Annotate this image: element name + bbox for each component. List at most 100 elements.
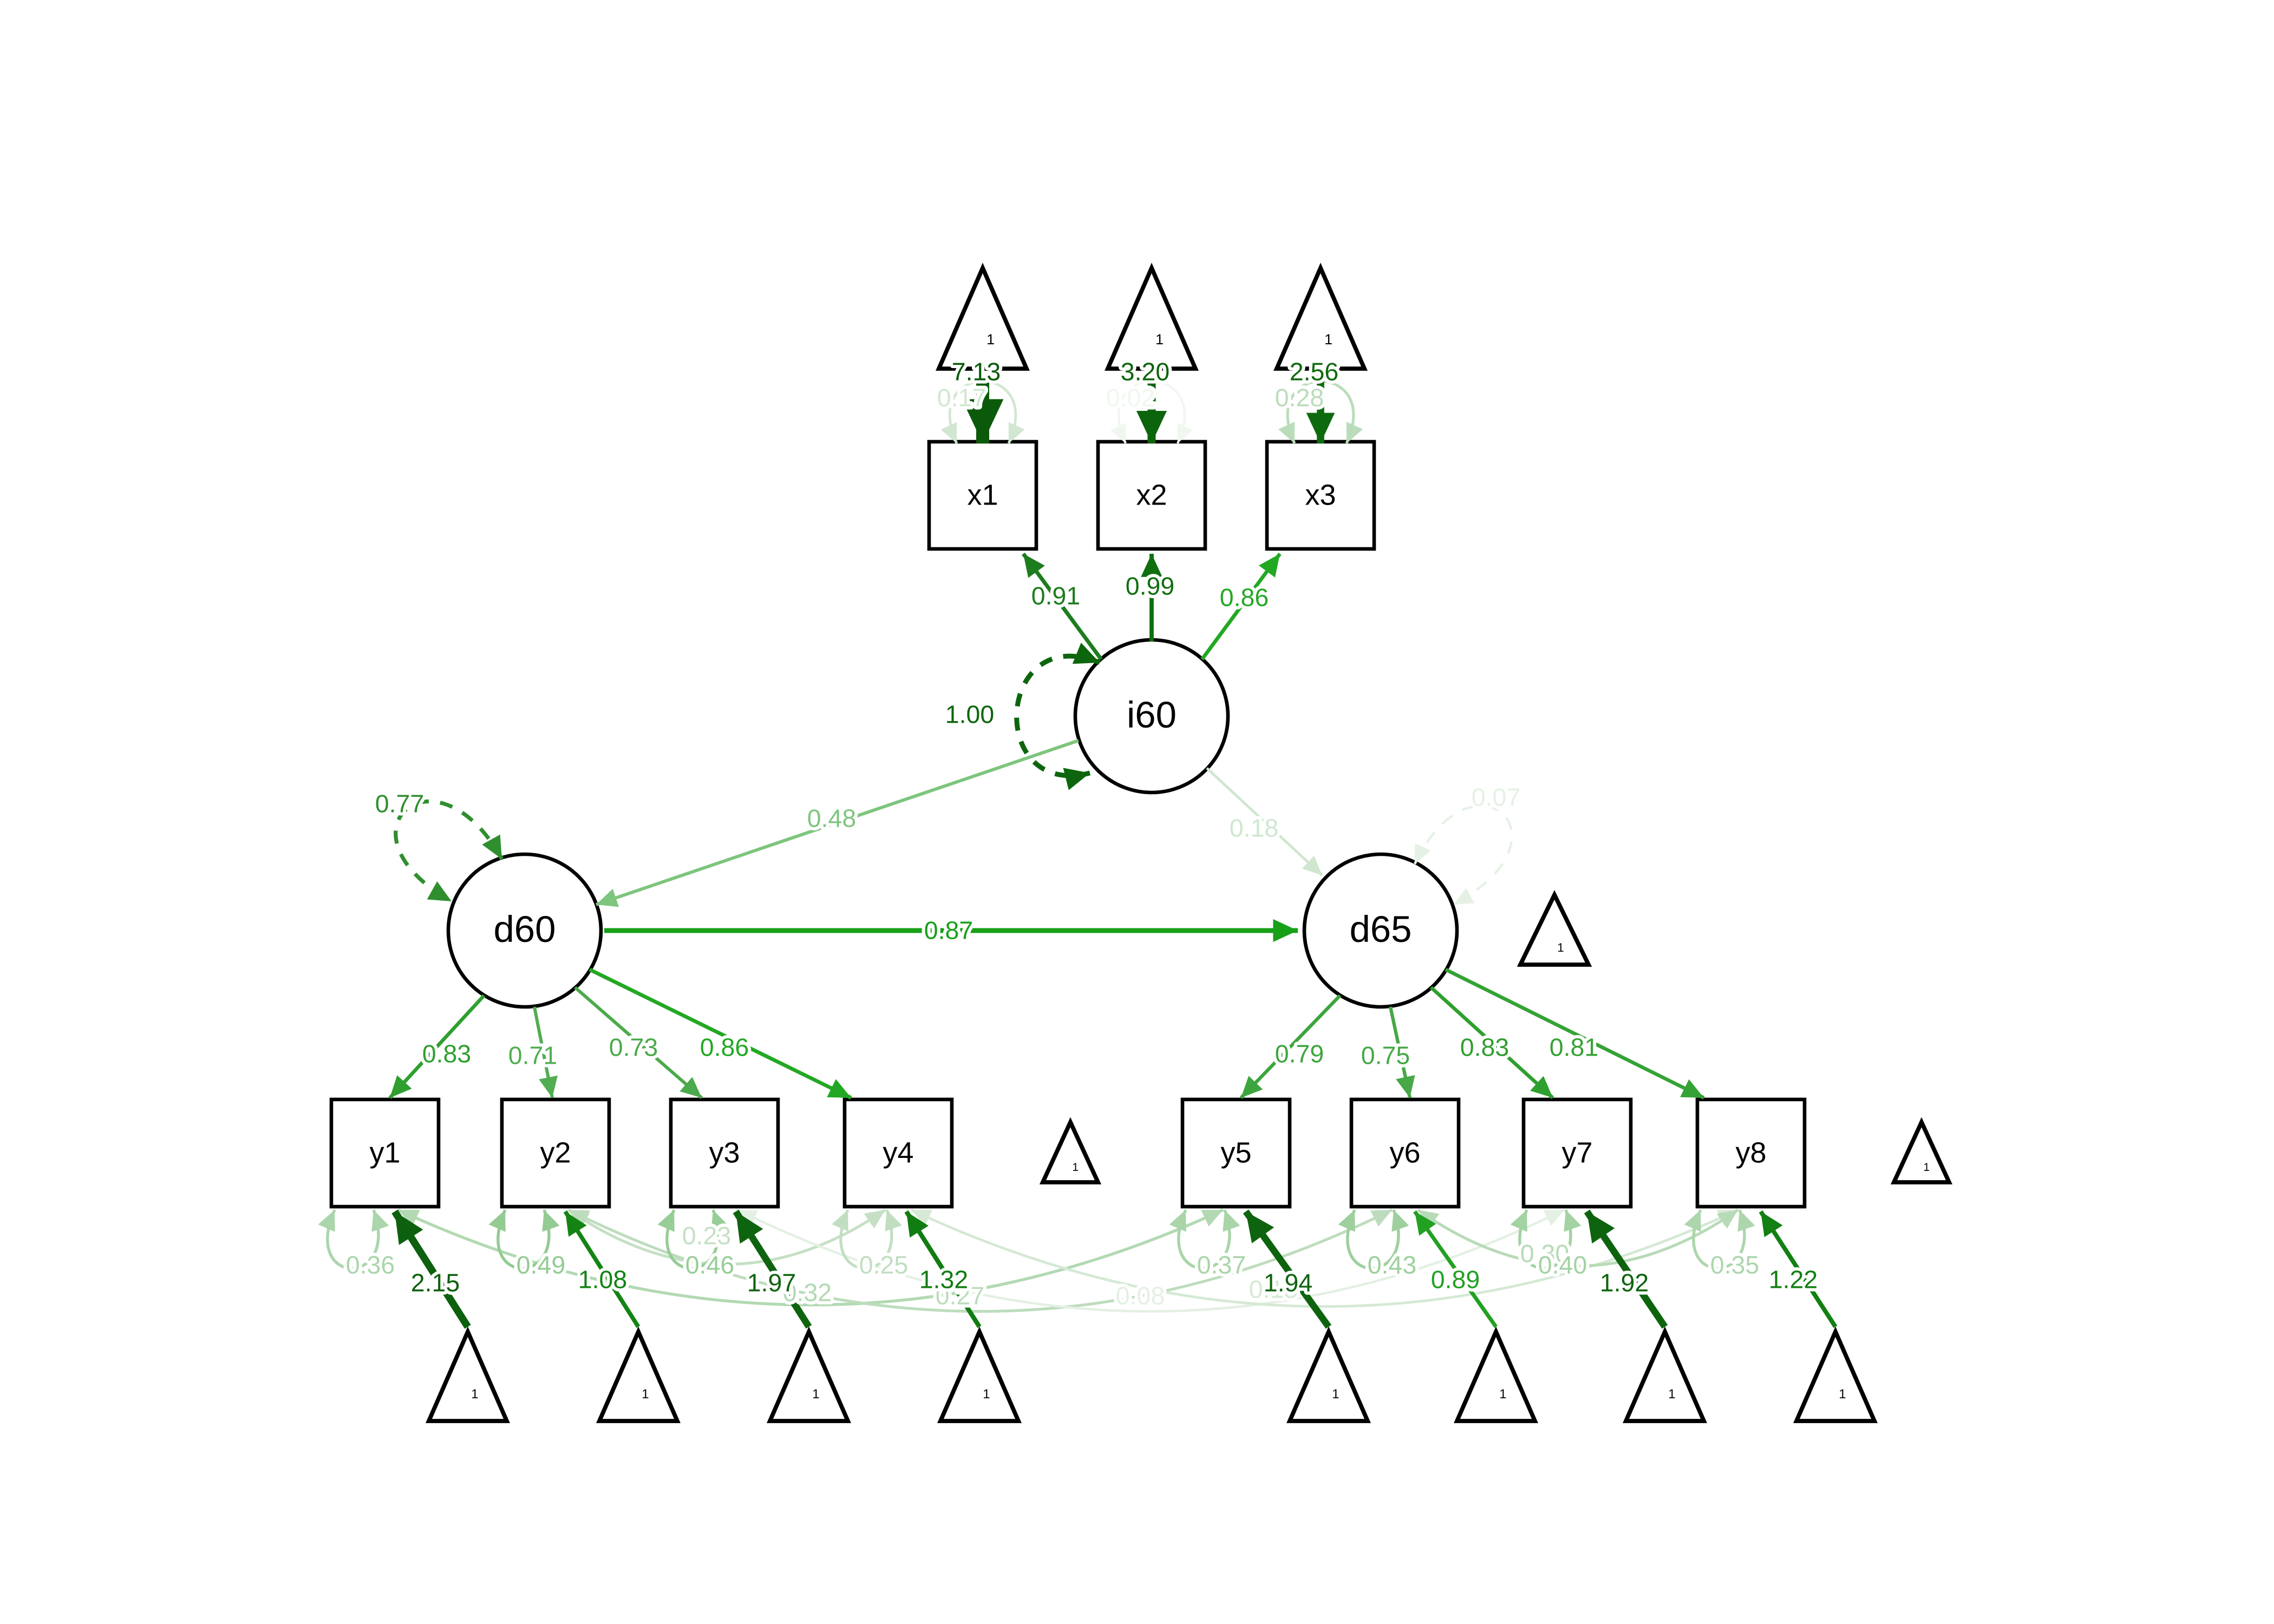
edge-label-reg-d60-d65: 0.87 (924, 916, 973, 944)
arrowhead-resid-x2-end (1177, 423, 1193, 443)
arrowhead-resid-y4-end (885, 1210, 902, 1232)
edge-label-variance-i60: 1.00 (945, 700, 995, 728)
edge-label-intercept-x3: 2.56 (1290, 357, 1339, 385)
arrowhead-loading-i60-x2-end (1141, 554, 1162, 577)
arrowhead-loading-i60-x3-end (1258, 554, 1280, 578)
manifest-node-y4 (842, 1097, 954, 1209)
edge-label-resid-y3: 0.46 (685, 1250, 735, 1279)
arrowhead-cov-y2-y6-end (1370, 1210, 1392, 1227)
edge-label-reg-i60-d60: 0.48 (807, 804, 857, 832)
constant-triangle-const-y4 (937, 1326, 1022, 1423)
latent-label-d65: d65 (1349, 908, 1412, 950)
edge-label-intercept-y8: 1.22 (1769, 1265, 1818, 1293)
manifest-node-y5 (1180, 1097, 1292, 1209)
edge-reg-i60-d60 (596, 739, 1079, 906)
latent-node-d60 (446, 852, 603, 1009)
arrowhead-resid-x1-end (1008, 422, 1025, 443)
edge-label-loading-i60-x1: 0.91 (1031, 581, 1081, 610)
edge-label-intercept-x1: 7.13 (952, 357, 1001, 385)
constant-triangle-const-x2 (1105, 263, 1199, 371)
constant-triangle-const-y8 (1793, 1326, 1878, 1423)
arrowhead-resid-y2-start (488, 1210, 506, 1232)
edge-label-resid-y5: 0.37 (1197, 1250, 1246, 1279)
constant-triangle-const-x1 (936, 263, 1030, 371)
edge-resid-y2 (496, 1209, 551, 1270)
edge-label-intercept-y1: 2.15 (411, 1268, 460, 1296)
constant-label-const-y2: 1 (642, 1387, 649, 1402)
edge-resid-y4 (839, 1209, 893, 1270)
edge-cov-y3-y7 (737, 1208, 1565, 1313)
edge-label-loading-d60-y2: 0.71 (508, 1041, 558, 1069)
edge-loading-d65-y5 (1239, 994, 1342, 1099)
arrowhead-loading-d60-y2-end (539, 1075, 558, 1098)
manifest-node-y1 (329, 1097, 441, 1209)
manifest-node-y8 (1695, 1097, 1807, 1209)
edge-label-resid-y1: 0.36 (346, 1250, 395, 1279)
edge-resid-y3 (665, 1209, 720, 1270)
edge-label-loading-i60-x2: 0.99 (1126, 572, 1175, 600)
arrowhead-intercept-y1-end (395, 1212, 423, 1245)
edge-label-loading-d65-y7: 0.83 (1460, 1033, 1510, 1061)
manifest-label-y3: y3 (709, 1136, 740, 1169)
arrowhead-cov-y2-y4-end (864, 1210, 885, 1229)
edge-cov-y4-y8 (910, 1208, 1739, 1308)
edge-label-loading-d60-y4: 0.86 (700, 1033, 749, 1061)
constant-label-const-y8: 1 (1839, 1387, 1846, 1402)
arrowhead-loading-d65-y6-end (1396, 1075, 1415, 1098)
arrowhead-intercept-y5-end (1246, 1212, 1275, 1243)
constant-triangle-const-y3 (767, 1326, 851, 1423)
edge-label-resid-x3: 0.28 (1275, 383, 1324, 411)
arrowhead-intercept-y8-end (1761, 1212, 1783, 1237)
arrowhead-intercept-y6-end (1415, 1212, 1436, 1236)
edge-cov-y1-y5 (397, 1208, 1224, 1307)
edge-label-reg-i60-d65: 0.18 (1230, 814, 1279, 842)
edge-loading-d65-y7 (1429, 986, 1554, 1099)
edge-variance-d60 (394, 799, 504, 903)
arrowhead-resid-x3-start (1278, 422, 1295, 443)
arrowhead-resid-y5-start (1169, 1210, 1186, 1232)
edge-resid-y8 (1692, 1209, 1746, 1270)
edge-label-intercept-y2: 1.08 (578, 1265, 628, 1293)
arrowhead-cov-y3-y7-end (1543, 1210, 1564, 1226)
arrowhead-intercept-y3-end (736, 1212, 763, 1244)
manifest-label-y6: y6 (1389, 1136, 1420, 1169)
edge-label-resid-x1: 0.17 (937, 383, 986, 411)
arrowhead-variance-d60-start (482, 834, 502, 859)
edge-loading-d65-y8 (1445, 968, 1705, 1099)
edge-label-resid-y8: 0.35 (1710, 1250, 1760, 1279)
edge-label-loading-i60-x3: 0.86 (1220, 583, 1269, 611)
arrowhead-variance-d65-start (1415, 843, 1431, 864)
edge-label-intercept-y6: 0.89 (1431, 1265, 1480, 1293)
constant-triangle-const-y1 (426, 1326, 510, 1423)
arrowhead-variance-i60-end (1063, 768, 1090, 790)
edge-intercept-y6 (1413, 1210, 1498, 1328)
arrowhead-variance-i60-start (1072, 643, 1100, 664)
arrowhead-resid-y1-start (318, 1210, 335, 1232)
constant-label-const-y4: 1 (983, 1387, 990, 1402)
arrowhead-resid-y1-end (371, 1210, 389, 1232)
constant-label-const-d65: 1 (1557, 941, 1564, 954)
edge-resid-y7 (1518, 1209, 1572, 1270)
constant-label-const-y6: 1 (1499, 1387, 1506, 1402)
arrowhead-intercept-x3-end (1306, 412, 1335, 443)
manifest-label-x3: x3 (1305, 479, 1336, 511)
edge-label-loading-d60-y1: 0.83 (422, 1039, 472, 1068)
arrowhead-cov-y6-y8-start (1418, 1210, 1440, 1229)
arrowhead-resid-y6-end (1391, 1210, 1409, 1232)
manifest-label-y2: y2 (540, 1136, 571, 1169)
edge-label-intercept-y4: 1.32 (919, 1265, 969, 1293)
arrowhead-intercept-x2-end (1136, 411, 1167, 443)
constant-triangle-const-y7 (1623, 1326, 1707, 1423)
arrowhead-resid-x1-start (940, 422, 957, 443)
edge-loading-d60-y3 (574, 986, 703, 1099)
arrowhead-cov-y1-y5-start (398, 1210, 420, 1227)
edge-label-cov-y1-y5: 0.32 (783, 1278, 832, 1306)
arrowhead-reg-i60-d60-end (596, 888, 619, 907)
edge-resid-y5 (1177, 1209, 1231, 1270)
manifest-node-y6 (1349, 1097, 1461, 1209)
arrowhead-loading-i60-x1-end (1023, 554, 1045, 578)
arrowhead-resid-x2-start (1110, 423, 1126, 443)
arrowhead-resid-y2-end (542, 1210, 560, 1232)
edge-label-resid-y4: 0.25 (859, 1250, 909, 1279)
